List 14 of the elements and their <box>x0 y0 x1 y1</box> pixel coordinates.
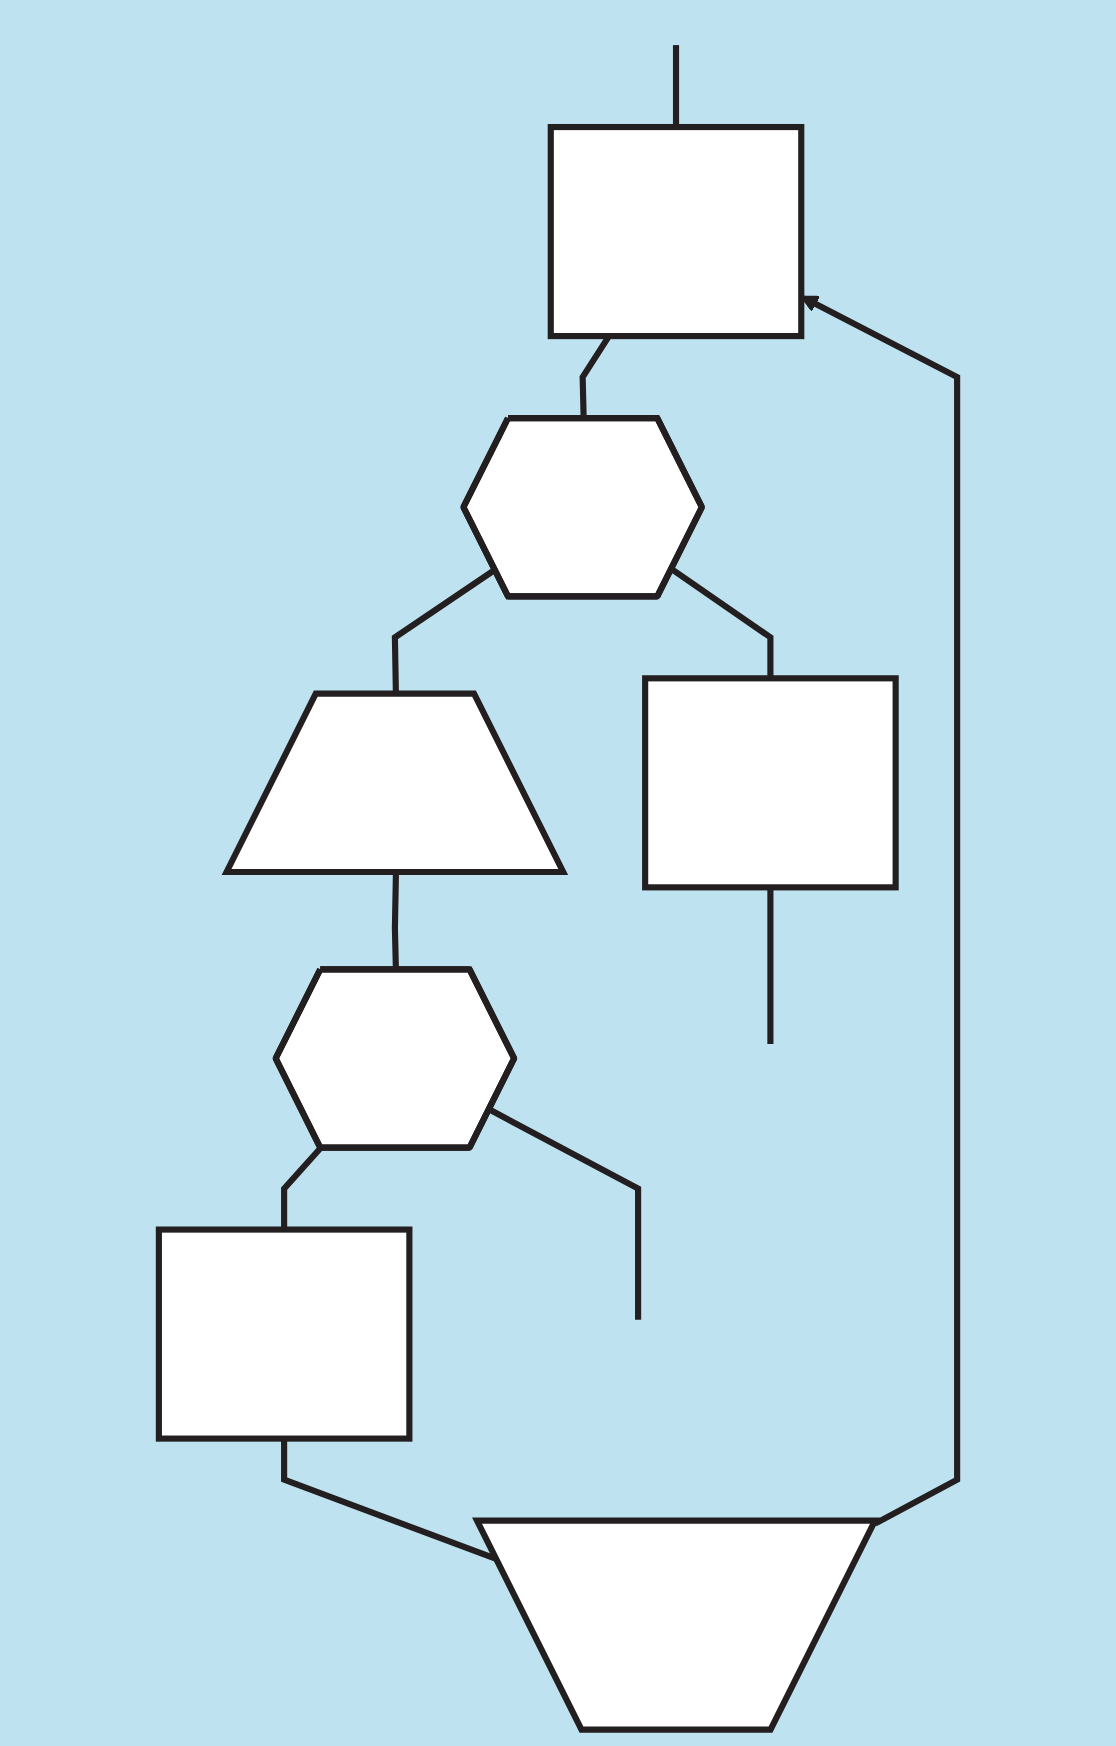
connector <box>488 1107 642 1320</box>
connector <box>281 1438 498 1563</box>
node-box <box>547 124 805 340</box>
node-trapezoid <box>472 1517 880 1733</box>
node-box <box>642 675 899 891</box>
connector <box>672 45 680 128</box>
connector <box>281 1145 324 1230</box>
connector <box>391 567 497 695</box>
connector <box>670 567 774 679</box>
connector <box>767 887 774 1045</box>
node-box <box>155 1226 413 1442</box>
connector <box>391 872 399 971</box>
arrow <box>800 295 961 1527</box>
node-trapezoid <box>221 690 569 876</box>
